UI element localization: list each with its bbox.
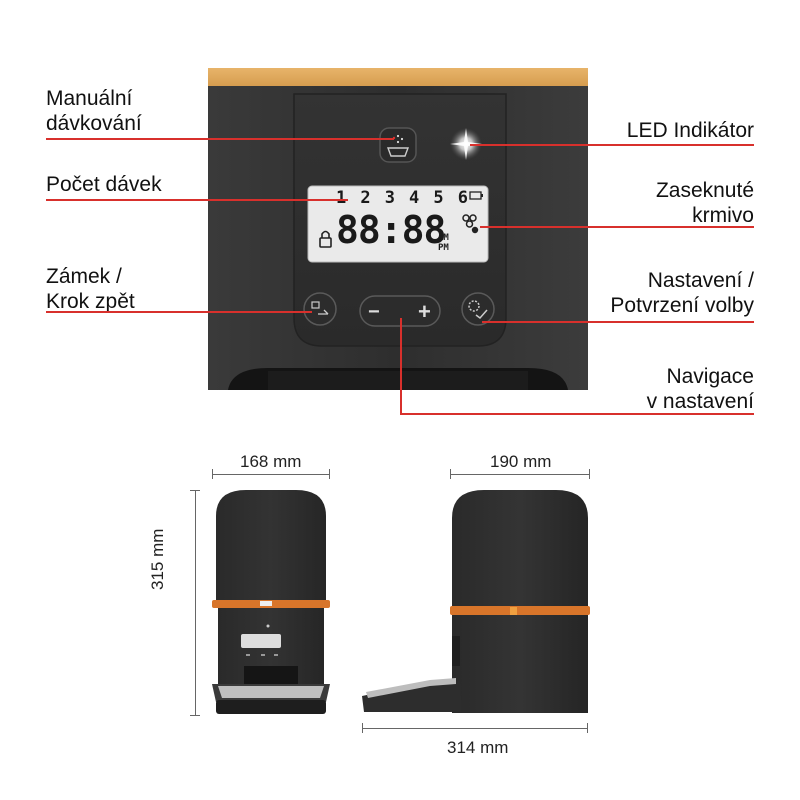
leader-navigation-vertical bbox=[400, 318, 402, 414]
callout-manual-dispense-line2: dávkování bbox=[46, 112, 142, 135]
leader-navigation bbox=[400, 413, 754, 415]
dimension-side-width-tick-left bbox=[450, 469, 451, 479]
callout-navigation: Navigace v nastavení bbox=[647, 364, 754, 414]
leader-portion-count bbox=[46, 199, 348, 201]
callout-navigation-line2: v nastavení bbox=[646, 390, 754, 413]
callout-lock-back-line1: Zámek / bbox=[46, 265, 122, 288]
dimension-height-tick-bottom bbox=[190, 715, 200, 716]
portion-number-4: 4 bbox=[409, 188, 420, 208]
dimension-height-line bbox=[195, 490, 196, 716]
leader-manual-dispense bbox=[46, 138, 394, 140]
portion-number-5: 5 bbox=[433, 188, 444, 208]
portion-number-2: 2 bbox=[360, 188, 371, 208]
dimension-depth: 314 mm bbox=[447, 738, 509, 757]
settings-confirm-button[interactable] bbox=[461, 292, 495, 326]
minus-button[interactable]: − bbox=[368, 301, 380, 323]
callout-settings-confirm: Nastavení / Potvrzení volby bbox=[610, 268, 754, 318]
lock-back-button[interactable] bbox=[303, 292, 337, 326]
leader-led-indicator bbox=[470, 144, 754, 146]
leader-lock-back bbox=[46, 311, 312, 313]
callout-jammed-feed-line2: krmivo bbox=[692, 204, 754, 227]
side-view-feeder bbox=[360, 486, 592, 718]
callout-manual-dispense: Manuální dávkování bbox=[46, 86, 142, 136]
callout-jammed-feed-line1: Zaseknuté bbox=[655, 179, 754, 202]
dimension-front-width-line bbox=[212, 474, 330, 475]
callout-settings-confirm-line2: Potvrzení volby bbox=[610, 294, 754, 317]
callout-navigation-line1: Navigace bbox=[666, 365, 754, 388]
manual-dispense-button[interactable] bbox=[379, 127, 417, 163]
time-readout: 88:88 bbox=[336, 208, 446, 252]
front-view-feeder bbox=[206, 486, 336, 718]
callout-lock-back: Zámek / Krok zpět bbox=[46, 264, 135, 314]
dimension-front-width: 168 mm bbox=[240, 452, 302, 471]
callout-led-indicator: LED Indikátor bbox=[626, 119, 754, 142]
leader-jammed-feed bbox=[480, 226, 754, 228]
plus-button[interactable]: + bbox=[418, 299, 431, 324]
leader-settings-confirm bbox=[482, 321, 754, 323]
dimension-height: 315 mm bbox=[148, 528, 167, 590]
callout-manual-dispense-line1: Manuální bbox=[46, 87, 133, 110]
am-label: AM bbox=[438, 233, 449, 243]
callout-jammed-feed: Zaseknuté krmivo bbox=[656, 178, 754, 228]
portion-numbers: 1 2 3 4 5 6 bbox=[336, 188, 468, 208]
dimension-front-width-tick-left bbox=[212, 469, 213, 479]
callout-lock-back-line2: Krok zpět bbox=[46, 290, 135, 313]
panel-illustration bbox=[208, 68, 588, 390]
portion-number-1: 1 bbox=[336, 188, 347, 208]
jammed-feed-icon bbox=[462, 214, 479, 234]
lcd-display bbox=[307, 185, 489, 263]
dimension-side-width-tick-right bbox=[589, 469, 590, 479]
callout-settings-confirm-line1: Nastavení / bbox=[647, 269, 754, 292]
portion-number-3: 3 bbox=[384, 188, 395, 208]
callout-portion-count: Počet dávek bbox=[46, 173, 162, 196]
lock-icon bbox=[319, 230, 332, 248]
panel-closeup bbox=[208, 68, 588, 390]
dimension-side-width: 190 mm bbox=[490, 452, 552, 471]
battery-icon bbox=[469, 191, 483, 200]
dimension-front-width-tick-right bbox=[329, 469, 330, 479]
dimension-depth-tick-left bbox=[362, 723, 363, 733]
wood-lid-strip bbox=[208, 68, 588, 88]
portion-number-6: 6 bbox=[457, 188, 468, 208]
dimension-height-tick-top bbox=[190, 490, 200, 491]
dimension-depth-line bbox=[362, 728, 588, 729]
pm-label: PM bbox=[438, 243, 449, 253]
led-indicator-light bbox=[450, 128, 482, 160]
dimension-depth-tick-right bbox=[587, 723, 588, 733]
dimension-side-width-line bbox=[450, 474, 590, 475]
